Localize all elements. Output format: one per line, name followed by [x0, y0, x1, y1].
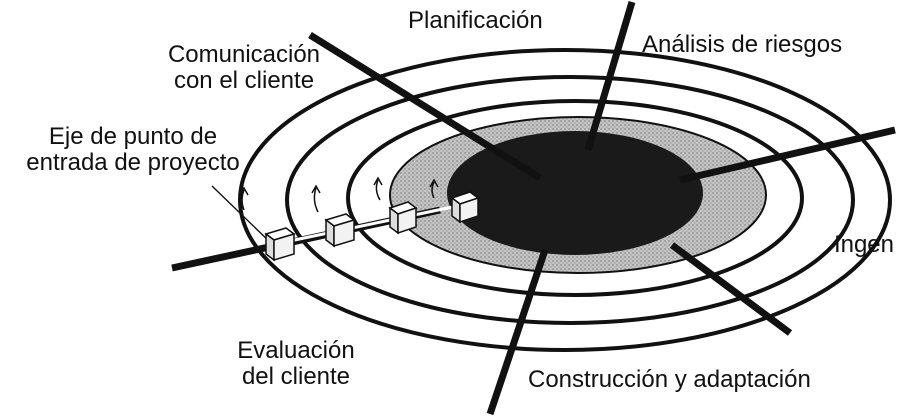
label-evaluacion: Evaluación del cliente — [206, 338, 386, 390]
label-comunicacion-line1: Comunicación — [167, 41, 321, 68]
label-construccion: Construcción y adaptación — [528, 366, 811, 393]
label-evaluacion-line2: del cliente — [241, 363, 351, 390]
cube-1 — [264, 227, 296, 262]
arrow-1-head-icon — [239, 186, 249, 196]
axis-ingen — [679, 126, 896, 184]
progress-arrows — [239, 176, 439, 213]
outer-ring — [238, 48, 892, 352]
label-eje-line2: entrada de proyecto — [26, 149, 240, 176]
axis-evaluacion — [486, 248, 549, 416]
cube-2 — [324, 213, 356, 248]
arrow-1-icon — [241, 189, 245, 211]
axis-construccion — [669, 242, 793, 336]
cube-4 — [450, 191, 480, 224]
label-evaluacion-line1: Evaluación — [237, 337, 355, 364]
label-eje-line1: Eje de punto de — [48, 123, 218, 150]
middle-ring — [285, 75, 855, 325]
axis-comunicacion — [308, 32, 542, 181]
arrow-3-head-icon — [373, 176, 383, 186]
label-planificacion: Planificación — [408, 7, 543, 34]
arrow-2-head-icon — [311, 184, 321, 194]
arrow-4-head-icon — [429, 178, 439, 188]
entry-connector — [284, 203, 463, 244]
label-eje-entrada: Eje de punto de entrada de proyecto — [2, 124, 264, 176]
arrow-2-icon — [313, 187, 319, 213]
entry-pointer-line — [211, 185, 273, 245]
label-analisis-riesgos: Análisis de riesgos — [642, 31, 843, 58]
arrow-3-icon — [375, 179, 381, 201]
label-ingen: Ingen — [833, 231, 894, 258]
label-comunicacion: Comunicación con el cliente — [144, 42, 344, 94]
dark-core — [447, 131, 703, 255]
axis-analisis — [584, 1, 636, 151]
cube-3 — [388, 201, 418, 235]
arrow-4-icon — [431, 181, 435, 199]
label-comunicacion-line2: con el cliente — [173, 67, 315, 94]
